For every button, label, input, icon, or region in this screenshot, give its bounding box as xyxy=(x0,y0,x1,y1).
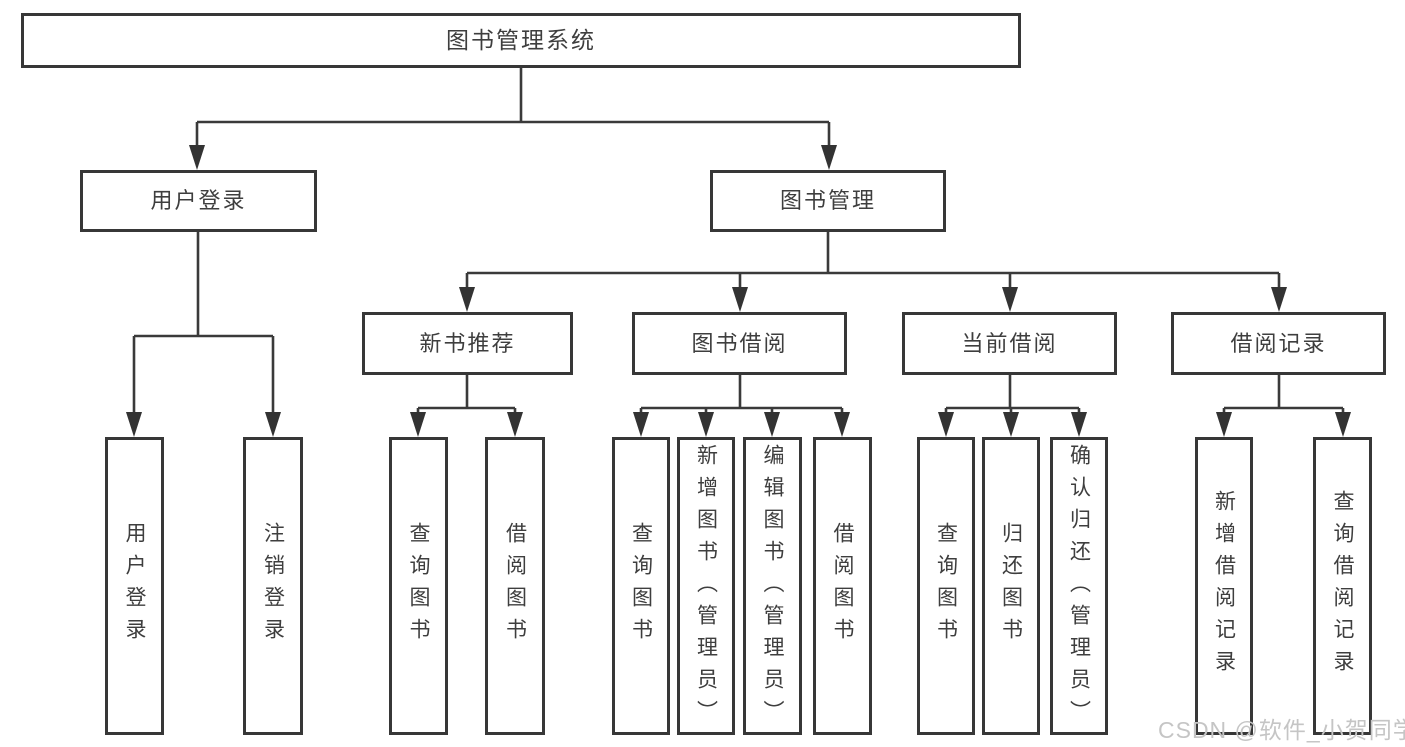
leaf-recommend-query-books: 查询图书 xyxy=(389,437,448,735)
leaf-borrowing-add-books-admin: 新增图书（管理员） xyxy=(677,437,735,735)
leaf-borrowing-edit-books-admin: 编辑图书（管理员） xyxy=(743,437,802,735)
leaf-logout: 注销登录 xyxy=(243,437,303,735)
node-book-management-system: 图书管理系统 xyxy=(21,13,1021,68)
watermark: CSDN @软件_小贺同学 xyxy=(1158,717,1405,743)
leaf-recommend-borrow-books: 借阅图书 xyxy=(485,437,545,735)
leaf-user-login: 用户登录 xyxy=(105,437,164,735)
leaf-current-confirm-return-admin: 确认归还（管理员） xyxy=(1050,437,1108,735)
leaf-records-add-record: 新增借阅记录 xyxy=(1195,437,1253,735)
node-current-borrowing: 当前借阅 xyxy=(902,312,1117,375)
node-book-management: 图书管理 xyxy=(710,170,946,232)
leaf-borrowing-borrow-books: 借阅图书 xyxy=(813,437,872,735)
node-new-book-recommendation: 新书推荐 xyxy=(362,312,573,375)
leaf-current-query-books: 查询图书 xyxy=(917,437,975,735)
node-book-borrowing: 图书借阅 xyxy=(632,312,847,375)
node-user-login-branch: 用户登录 xyxy=(80,170,317,232)
node-borrowing-records: 借阅记录 xyxy=(1171,312,1386,375)
leaf-borrowing-query-books: 查询图书 xyxy=(612,437,670,735)
leaf-records-query-record: 查询借阅记录 xyxy=(1313,437,1372,735)
leaf-current-return-books: 归还图书 xyxy=(982,437,1040,735)
